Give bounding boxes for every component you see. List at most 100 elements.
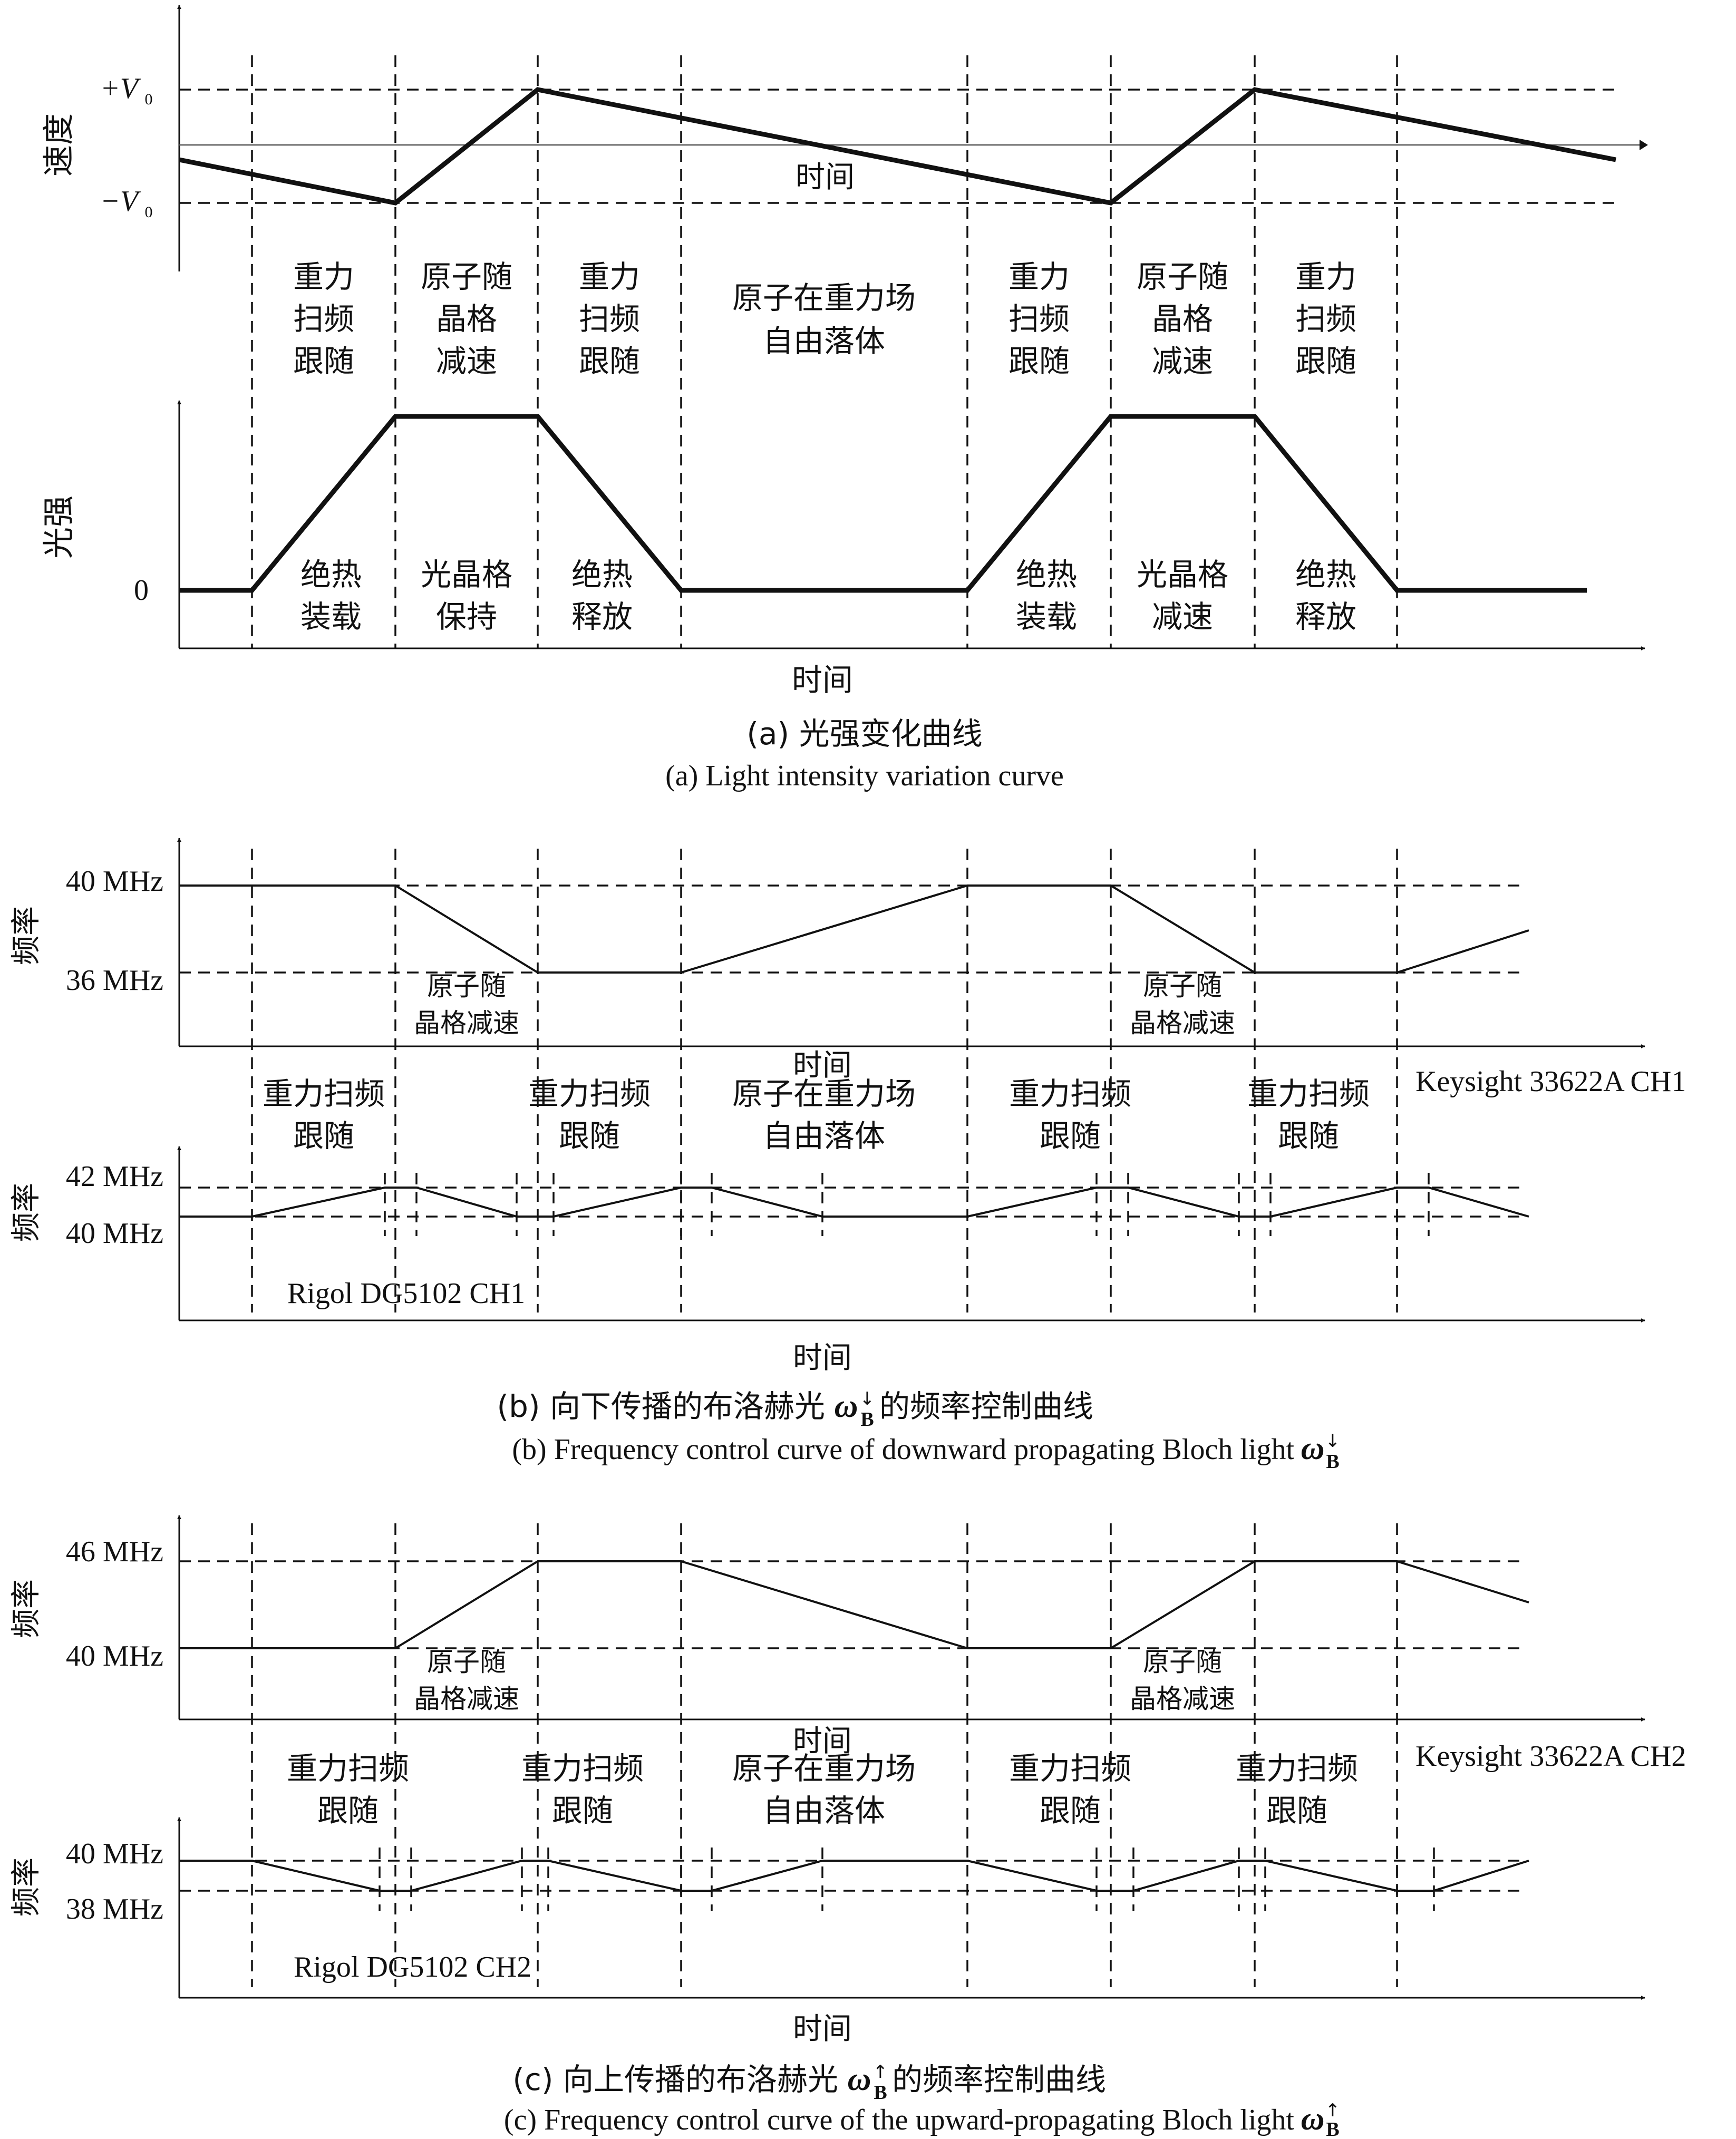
b-freq-curve [179,884,1529,974]
phase-label: 自由落体 [763,1118,885,1154]
caption-cn: (a) 光强变化曲线 [746,716,982,752]
phase-label: 装载 [300,599,362,635]
phase-label: 减速 [436,343,497,379]
b-device-bottom: Rigol DG5102 CH1 [287,1277,525,1310]
velocity-time-label: 时间 [796,160,855,195]
phase-label: 重力 [293,259,354,295]
c-freq-curve [179,1560,1529,1649]
c-decel-label: 晶格减速 [414,1684,519,1714]
velocity-axis-label: 速度 [41,113,77,177]
phase-label: 扫频 [1295,301,1356,337]
intensity-curve [179,414,1587,593]
c-device-top: Keysight 33622A CH2 [1415,1740,1686,1773]
phase-label: 绝热 [300,557,362,592]
c-decel-label: 原子随 [1143,1647,1222,1677]
c-tick-high: 46 MHz [66,1535,163,1568]
c-freq-label: 频率 [9,1579,44,1638]
b-tick-low: 36 MHz [66,964,163,997]
phase-label: 释放 [1295,599,1356,635]
b-decel-label: 原子随 [1143,971,1222,1002]
c-caption-en-omega: ω [1301,2101,1325,2137]
c-caption-en-omega-sub: B [1326,2118,1339,2139]
phase-label: 重力 [1295,259,1356,295]
c-caption-en: (c) Frequency control curve of the upwar… [504,2104,1295,2136]
c-sub-tick-high: 40 MHz [66,1837,163,1870]
phase-label: 绝热 [1295,557,1356,592]
phase-boundary-lines [179,55,1618,1987]
phase-label: 重力扫频 [1236,1751,1358,1786]
phase-label: 跟随 [293,1118,354,1154]
b-sub-curve [179,1187,1529,1218]
c-sub-tick-low: 38 MHz [66,1893,163,1926]
phase-label: 跟随 [1295,343,1356,379]
c-caption-cn-post: 的频率控制曲线 [892,2062,1106,2097]
c-caption-omega-sub: B [874,2082,887,2104]
b-freq-label: 频率 [9,906,44,965]
c-tick-low: 40 MHz [66,1640,163,1673]
b-caption-en-arrow: ↓ [1325,1431,1341,1452]
b-decel-label: 晶格减速 [414,1008,519,1038]
b-caption-omega: ω [835,1388,858,1424]
caption-en: (a) Light intensity variation curve [665,760,1064,792]
b-device-top: Keysight 33622A CH1 [1415,1065,1686,1098]
phase-label: 重力扫频 [1009,1751,1131,1786]
phase-label: 扫频 [293,301,354,337]
b-decel-label: 原子随 [427,971,506,1002]
phase-label: 跟随 [1040,1793,1101,1829]
time-label: 时间 [792,662,853,698]
phase-label: 减速 [1152,599,1213,635]
vminus-sub: 0 [145,203,153,221]
phase-label: 重力扫频 [521,1751,644,1786]
phase-label: 跟随 [317,1793,379,1829]
phase-label: 保持 [436,599,497,635]
b-caption-en: (b) Frequency control curve of downward … [512,1433,1294,1466]
phase-label: 跟随 [1278,1118,1339,1154]
phase-label: 扫频 [1008,301,1070,337]
phase-label: 绝热 [1016,557,1077,592]
b-time-label: 时间 [793,1341,852,1375]
time-axis-arrow [1640,140,1648,150]
axes [177,5,1648,2000]
c-caption-cn-pre: (c) 向上传播的布洛赫光 [512,2062,838,2097]
phase-label: 原子在重力场 [732,280,916,316]
b-caption-en-omega-sub: B [1326,1451,1339,1473]
b-decel-label: 晶格减速 [1130,1008,1235,1038]
c-time-label-mid: 时间 [793,1724,852,1758]
vminus-tick: −V [100,185,141,218]
phase-label: 原子在重力场 [732,1076,916,1112]
phase-label: 释放 [571,599,633,635]
phase-label: 光晶格 [1137,557,1228,592]
c-time-label: 时间 [793,2012,852,2046]
b-caption-cn-post: 的频率控制曲线 [879,1388,1093,1424]
phase-label: 自由落体 [763,1793,885,1829]
b-caption-omega-sub: B [860,1408,874,1431]
curves [179,87,1616,1892]
phase-label: 重力扫频 [1009,1076,1131,1112]
phase-label: 绝热 [571,557,633,592]
b-tick-high: 40 MHz [66,865,163,898]
c-sub-curve [179,1860,1529,1892]
phase-label: 重力 [1008,259,1070,295]
phase-label: 减速 [1152,343,1213,379]
b-sub-tick-low: 40 MHz [66,1217,163,1250]
phase-label: 跟随 [1266,1793,1327,1829]
c-decel-label: 晶格减速 [1130,1684,1235,1714]
phase-label: 跟随 [552,1793,613,1829]
c-caption-arrow: ↑ [873,2062,888,2083]
phase-label: 跟随 [559,1118,620,1154]
phase-label: 自由落体 [763,323,885,359]
b-caption-cn-pre: (b) 向下传播的布洛赫光 [497,1388,825,1424]
phase-label: 晶格 [436,301,497,337]
phase-label: 跟随 [1008,343,1070,379]
b-caption-en-omega: ω [1301,1431,1325,1466]
b-sub-freq-label: 频率 [9,1183,44,1242]
phase-label: 跟随 [1040,1118,1101,1154]
b-time-label-mid: 时间 [793,1048,852,1083]
b-caption-arrow: ↓ [860,1388,875,1409]
phase-label: 重力扫频 [528,1076,651,1112]
vplus-sub: 0 [145,91,153,108]
c-sub-freq-label: 频率 [9,1858,44,1917]
phase-label: 重力 [579,259,640,295]
